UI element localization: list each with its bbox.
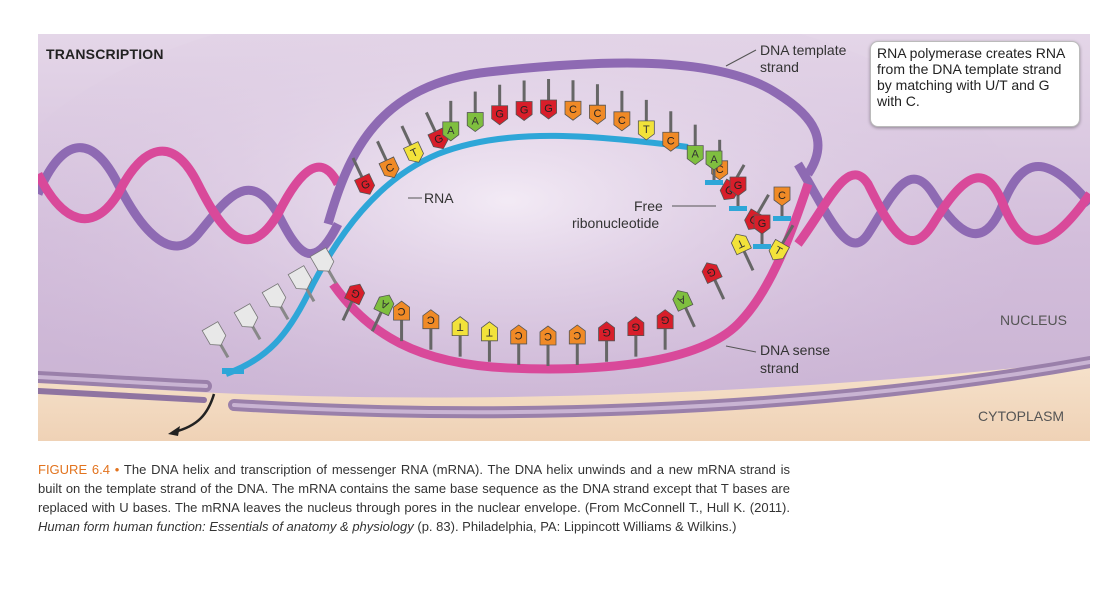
svg-text:C: C — [778, 190, 786, 202]
right-helix — [794, 161, 1090, 248]
svg-text:G: G — [520, 105, 529, 117]
svg-text:G: G — [758, 218, 767, 230]
diagram-title: TRANSCRIPTION — [46, 46, 164, 62]
template-base-1: G — [351, 157, 376, 195]
sense-base-10: G — [598, 321, 615, 362]
sense-base-11: G — [627, 316, 645, 357]
sense-base-14: G — [701, 262, 726, 300]
cytoplasm-region — [38, 360, 1090, 441]
sense-strand-label-1: DNA sense — [760, 342, 831, 358]
sense-strand — [329, 182, 813, 374]
free-label-1: Free — [634, 198, 663, 214]
template-base-5: A — [442, 100, 460, 142]
svg-text:C: C — [667, 135, 675, 147]
sense-base-8: C — [539, 325, 557, 366]
free-label-2: ribonucleotide — [572, 215, 660, 231]
nucleus-label: NUCLEUS — [1000, 312, 1067, 328]
svg-text:C: C — [569, 104, 577, 116]
sense-base-1: G — [341, 283, 366, 322]
sense-base-7: C — [510, 324, 528, 365]
sense-base-2: A — [370, 294, 395, 332]
template-base-9: G — [540, 79, 557, 120]
svg-text:T: T — [643, 124, 650, 136]
template-base-10: C — [564, 80, 582, 121]
svg-text:G: G — [544, 103, 553, 115]
template-base-15: A — [686, 124, 704, 166]
caption-book-title: Human form human function: Essentials of… — [38, 519, 414, 534]
sense-base-15: T — [730, 233, 755, 272]
svg-text:C: C — [398, 305, 406, 317]
svg-text:A: A — [710, 154, 718, 166]
sense-base-5: T — [451, 316, 469, 357]
polymerase-callout: RNA polymerase creates RNA from the DNA … — [870, 41, 1080, 127]
svg-text:T: T — [457, 321, 464, 333]
svg-text:C: C — [618, 115, 626, 127]
svg-text:A: A — [472, 116, 480, 128]
template-base-3: T — [400, 125, 424, 163]
free-ribonucleotide-3: C — [773, 186, 791, 221]
rna-label: RNA — [424, 190, 454, 206]
svg-text:T: T — [409, 146, 420, 160]
sense-base-9: C — [568, 324, 586, 365]
free-ribonucleotide-2: G — [729, 176, 747, 211]
exported-base-5 — [309, 247, 338, 285]
sense-base-3: C — [393, 300, 410, 342]
figure-number: FIGURE 6.4 — [38, 462, 110, 477]
svg-text:G: G — [734, 180, 743, 192]
template-base-19: T — [768, 224, 795, 261]
template-base-18: G — [744, 193, 770, 230]
template-base-11: C — [589, 84, 606, 125]
exported-base-3 — [261, 283, 290, 321]
figure-caption: FIGURE 6.4 • The DNA helix and transcrip… — [38, 460, 790, 536]
template-base-2: C — [376, 140, 400, 179]
svg-text:C: C — [427, 314, 435, 326]
template-strand — [323, 58, 823, 226]
template-base-12: C — [613, 90, 631, 132]
sense-base-12: G — [656, 309, 674, 350]
export-arrow — [173, 393, 216, 434]
svg-text:G: G — [602, 326, 611, 338]
nuclear-envelope-lower — [38, 388, 207, 403]
free-ribonucleotide-4: G — [753, 214, 771, 249]
caption-text: The DNA helix and transcription of messe… — [38, 462, 791, 515]
left-helix — [38, 143, 343, 259]
exported-base-1 — [201, 321, 230, 359]
nucleus-glow — [38, 34, 1028, 441]
svg-text:C: C — [716, 164, 724, 176]
template-base-14: C — [662, 111, 680, 152]
sense-strand-label-2: strand — [760, 360, 799, 376]
sense-base-4: C — [422, 309, 440, 350]
exported-base-4 — [287, 265, 316, 303]
template-base-8: G — [515, 80, 533, 122]
sense-base-6: T — [481, 321, 498, 362]
svg-text:C: C — [515, 329, 523, 341]
caption-bullet: • — [114, 462, 120, 477]
caption-tail: (p. 83). Philadelphia, PA: Lippincott Wi… — [417, 519, 737, 534]
template-strand-label-2: strand — [760, 59, 799, 75]
template-base-13: T — [637, 99, 655, 141]
svg-text:T: T — [486, 326, 493, 338]
sense-base-13: A — [672, 290, 696, 328]
svg-text:G: G — [495, 109, 504, 121]
svg-text:C: C — [593, 108, 601, 120]
rna-strand — [224, 132, 689, 377]
template-base-7: G — [491, 84, 509, 126]
template-strand-label-1: DNA template — [760, 42, 847, 58]
rna-end-cap — [222, 368, 244, 374]
template-base-6: A — [466, 91, 484, 133]
svg-text:G: G — [661, 314, 670, 326]
cytoplasm-label: CYTOPLASM — [978, 408, 1065, 424]
svg-text:A: A — [447, 125, 455, 137]
free-ribonucleotide-1: A — [705, 150, 723, 185]
svg-text:C: C — [544, 330, 552, 342]
svg-text:A: A — [692, 149, 700, 161]
exported-base-2 — [233, 303, 262, 341]
svg-text:G: G — [632, 321, 641, 333]
svg-text:T: T — [734, 236, 745, 250]
svg-text:C: C — [573, 329, 581, 341]
